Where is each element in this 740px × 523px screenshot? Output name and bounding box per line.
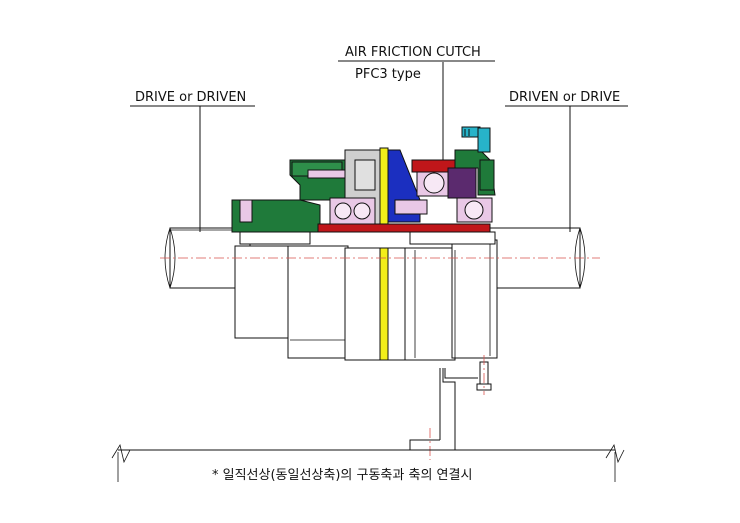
- caption-text: * 일직선상(동일선상축)의 구동축과 축의 연결시: [212, 468, 472, 483]
- bearing-right: [416, 169, 493, 223]
- clutch-title-label: AIR FRICTION CUTCH: [345, 45, 481, 60]
- clutch-body: [344, 239, 498, 361]
- bearing-left: [329, 197, 376, 225]
- base-line: [111, 443, 625, 482]
- support-bracket: [409, 355, 492, 460]
- air-fitting-cyan: [461, 126, 491, 153]
- left-hub: [234, 245, 349, 359]
- upper-assembly: [231, 126, 496, 245]
- right-shaft-label: DRIVEN or DRIVE: [509, 90, 620, 105]
- friction-plate-yellow: [379, 147, 389, 229]
- sleeve-red: [317, 223, 491, 233]
- clutch-type-label: PFC3 type: [355, 67, 421, 82]
- left-shaft-label: DRIVE or DRIVEN: [135, 90, 246, 105]
- bolt-pink: [239, 199, 253, 223]
- friction-plate-yellow-lower: [379, 247, 389, 361]
- leader-lines: [130, 60, 628, 232]
